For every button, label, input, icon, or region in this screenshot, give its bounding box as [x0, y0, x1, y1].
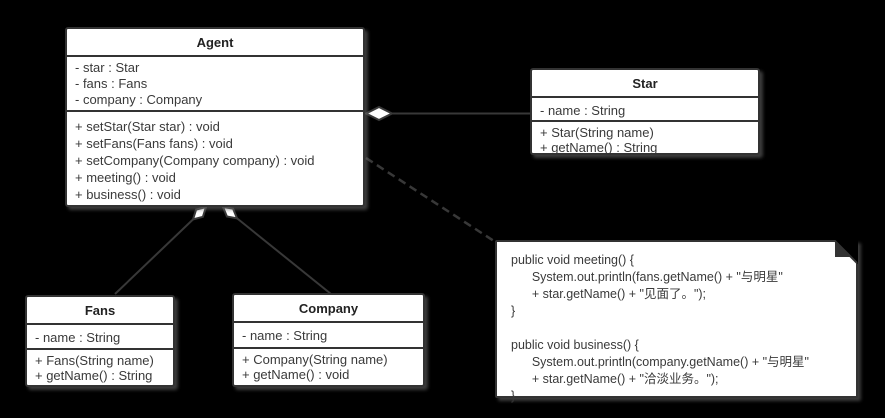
- class-box-company: Company - name : String + Company(String…: [232, 293, 425, 387]
- aggregation-diamond-icon: [363, 105, 395, 122]
- attribute-line: - name : String: [35, 330, 121, 345]
- code-note: public void meeting() { System.out.print…: [495, 240, 858, 403]
- class-title: Fans: [84, 303, 116, 318]
- attribute-line: - star : Star: [75, 60, 140, 75]
- class-attributes-section: - star : Star - fans : Fans - company : …: [67, 55, 363, 110]
- class-box-agent: Agent - star : Star - fans : Fans - comp…: [65, 27, 365, 207]
- method-line: + getName() : String: [540, 140, 658, 155]
- attribute-line: - name : String: [242, 328, 328, 343]
- method-line: + getName() : String: [35, 367, 153, 383]
- class-methods-section: + Company(String name) + getName() : voi…: [234, 346, 423, 386]
- code-line: public void meeting() {: [511, 253, 634, 267]
- code-line: }: [511, 389, 516, 403]
- note-connector-dashed-line: [365, 156, 498, 245]
- code-line: + star.getName() + "见面了。");: [511, 287, 707, 301]
- attribute-line: - name : String: [540, 103, 626, 118]
- code-line: System.out.println(fans.getName() + "与明星…: [511, 270, 783, 284]
- aggregation-diamond-icon: [191, 205, 208, 221]
- aggregation-diamond-icon: [221, 205, 239, 220]
- class-title: Company: [298, 301, 359, 316]
- class-attributes-section: - name : String: [532, 96, 758, 120]
- method-line: + setFans(Fans fans) : void: [75, 136, 233, 151]
- method-line: + Star(String name): [540, 125, 654, 140]
- class-methods-section: + Fans(String name) + getName() : String: [27, 347, 173, 386]
- class-title: Agent: [196, 35, 234, 50]
- agent-fans-aggregation-line: [114, 205, 208, 295]
- code-line: + star.getName() + "洽淡业务。");: [511, 372, 719, 386]
- agent-company-aggregation-line: [221, 205, 332, 295]
- code-line: [511, 320, 846, 337]
- code-line: }: [511, 304, 516, 318]
- method-line: + Company(String name): [242, 351, 388, 367]
- class-methods-section: + Star(String name) + getName() : String: [532, 120, 758, 155]
- method-line: + Fans(String name): [35, 352, 154, 368]
- method-line: + business() : void: [75, 187, 181, 202]
- class-attributes-section: - name : String: [234, 321, 423, 347]
- class-title: Star: [632, 76, 658, 91]
- class-box-fans: Fans - name : String + Fans(String name)…: [25, 295, 175, 387]
- note-fold-icon: [834, 240, 858, 264]
- method-line: + meeting() : void: [75, 170, 176, 185]
- class-box-star: Star - name : String + Star(String name)…: [530, 68, 760, 155]
- class-attributes-section: - name : String: [27, 323, 173, 348]
- class-methods-section: + setStar(Star star) : void + setFans(Fa…: [67, 110, 363, 205]
- agent-star-aggregation-line: [363, 105, 530, 122]
- attribute-line: - fans : Fans: [75, 76, 148, 91]
- code-line: System.out.println(company.getName() + "…: [511, 355, 809, 369]
- method-line: + getName() : void: [242, 366, 350, 382]
- code-line: public void business() {: [511, 338, 639, 352]
- attribute-line: - company : Company: [75, 92, 203, 107]
- method-line: + setCompany(Company company) : void: [75, 153, 315, 168]
- method-line: + setStar(Star star) : void: [75, 119, 220, 134]
